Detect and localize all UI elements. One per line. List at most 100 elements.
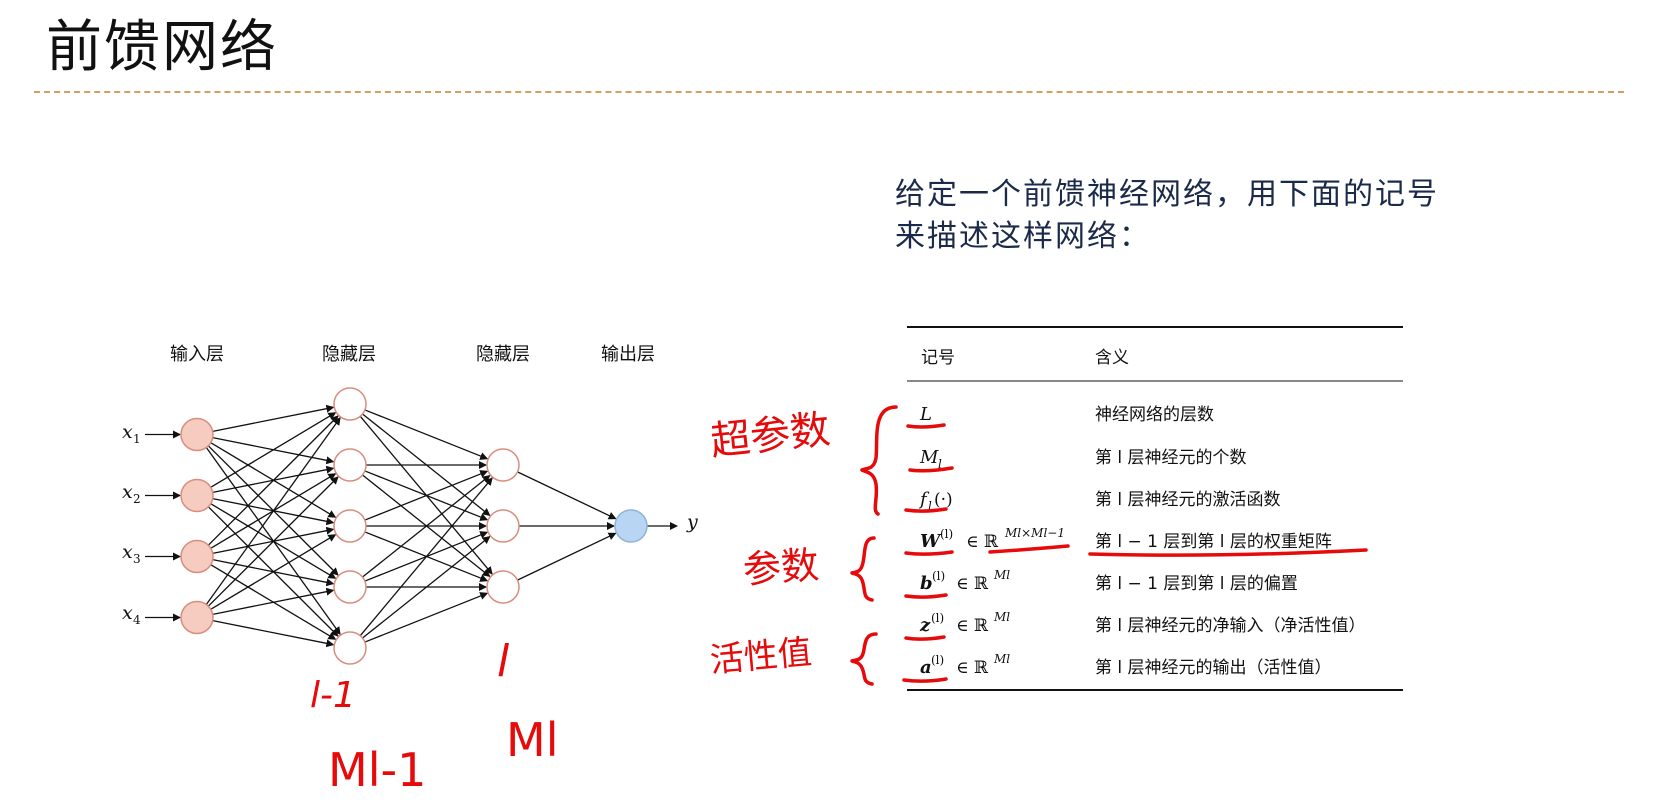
hidden-node [486, 448, 520, 482]
svg-text:2: 2 [133, 492, 141, 506]
meaning: 神经网络的层数 [1095, 405, 1214, 425]
table-row: z (l) ∈ ℝ Ml 第 l 层神经元的净输入（净活性值） [919, 610, 1366, 636]
layer-label-input: 输入层 [170, 344, 224, 365]
symbol-z: z [919, 615, 931, 636]
brace-params [850, 536, 876, 602]
connection-arrow [212, 404, 335, 433]
intro-line-2: 来描述这样网络： [895, 219, 1151, 254]
underline-W-set [988, 544, 1070, 554]
underline-W-meaning [1088, 548, 1368, 557]
connection-arrow [207, 476, 339, 607]
connection-arrow [207, 415, 339, 546]
annotation-hyperparams: 超参数 [708, 407, 832, 465]
underline-a [902, 677, 948, 683]
annotation-layer-prev: l-1 [310, 675, 356, 716]
connection-arrow [210, 534, 337, 610]
network-diagram: 输入层 隐藏层 隐藏层 输出层 x 1 x 2 x 3 x 4 y [122, 344, 698, 665]
underline-b [904, 593, 948, 599]
hidden-node [333, 509, 367, 543]
table-row: M l 第 l 层神经元的个数 [919, 447, 1247, 471]
input-node [180, 539, 214, 574]
intro-text: 给定一个前馈神经网络，用下面的记号 来描述这样网络： [895, 174, 1515, 258]
brace-activations [850, 632, 878, 686]
layer-label-hidden-1: 隐藏层 [322, 344, 376, 365]
hidden-node [333, 448, 367, 482]
output-node [614, 509, 648, 543]
meaning: 第 l 层神经元的激活函数 [1095, 490, 1281, 510]
connection-arrow [517, 471, 617, 520]
header-meaning: 含义 [1095, 348, 1129, 368]
svg-text:x: x [122, 602, 133, 624]
hidden-node [333, 570, 367, 604]
svg-text:l: l [938, 457, 942, 471]
svg-text:1: 1 [133, 432, 141, 446]
svg-text:(·): (·) [934, 490, 953, 510]
input-node [180, 417, 214, 452]
hidden-node [486, 509, 520, 543]
annotation-size-prev: Ml-1 [328, 743, 426, 797]
symbol-W: W [920, 531, 942, 552]
header-symbol: 记号 [921, 348, 955, 368]
annotation-layer-cur: l [497, 636, 510, 687]
svg-text:Ml×Ml−1: Ml×Ml−1 [1004, 526, 1065, 540]
layer-label-output: 输出层 [601, 344, 655, 365]
brace-hyperparams [860, 405, 898, 516]
connection-arrow [212, 619, 335, 648]
table-row: W (l) ∈ ℝ Ml×Ml−1 第 l − 1 层到第 l 层的权重矩阵 [920, 526, 1332, 552]
meaning: 第 l 层神经元的输出（活性值） [1095, 658, 1332, 678]
connection-arrow [205, 417, 341, 605]
underline-W [904, 550, 954, 556]
intro-line-1: 给定一个前馈神经网络，用下面的记号 [895, 177, 1439, 212]
svg-text:Ml: Ml [993, 652, 1010, 666]
hidden-node [486, 570, 520, 604]
input-node [180, 600, 214, 635]
hidden-node [333, 631, 367, 665]
svg-text:∈ ℝ: ∈ ℝ [956, 616, 989, 636]
svg-text:(l): (l) [931, 611, 944, 625]
handwritten-annotations: 超参数 参数 活性值 l-1 l Ml-1 Ml [310, 405, 1368, 797]
meaning: 第 l 层神经元的个数 [1095, 448, 1247, 468]
svg-text:x: x [122, 481, 133, 503]
input-label-4: x 4 [122, 602, 141, 627]
underline-L [906, 423, 946, 429]
svg-text:∈ ℝ: ∈ ℝ [966, 532, 999, 552]
svg-text:∈ ℝ: ∈ ℝ [956, 574, 989, 594]
table-row: b (l) ∈ ℝ Ml 第 l − 1 层到第 l 层的偏置 [920, 568, 1298, 594]
meaning: 第 l − 1 层到第 l 层的权重矩阵 [1095, 532, 1332, 552]
meaning: 第 l 层神经元的净输入（净活性值） [1095, 616, 1366, 636]
title-divider [34, 91, 1624, 93]
annotation-params: 参数 [742, 543, 821, 592]
symbol-M: M [919, 447, 939, 468]
connection-arrow [364, 592, 489, 643]
table-row: L 神经网络的层数 [919, 404, 1214, 425]
output-label: y [686, 511, 698, 533]
notation-table: 记号 含义 L 神经网络的层数 M l 第 l 层神经元的个数 f l (·) … [907, 326, 1403, 691]
annotation-activations: 活性值 [708, 632, 813, 681]
svg-text:3: 3 [133, 552, 141, 566]
svg-text:(l): (l) [932, 569, 945, 583]
svg-text:(l): (l) [940, 527, 953, 541]
svg-text:Ml: Ml [993, 610, 1010, 624]
svg-text:l: l [928, 499, 932, 513]
connection-arrow [364, 470, 489, 521]
page-title: 前馈网络 [46, 15, 278, 80]
annotation-size-cur: Ml [506, 713, 558, 767]
network-edges [145, 404, 678, 648]
svg-text:Ml: Ml [993, 568, 1010, 582]
underline-z [904, 635, 946, 641]
table-row: f l (·) 第 l 层神经元的激活函数 [918, 489, 1281, 513]
symbol-b: b [920, 573, 933, 594]
hidden-node [333, 387, 367, 421]
connection-arrow [212, 587, 335, 616]
input-label-1: x 1 [122, 421, 141, 446]
symbol-a: a [920, 657, 932, 678]
input-label-3: x 3 [122, 541, 141, 566]
svg-text:x: x [122, 421, 133, 443]
layer-label-hidden-2: 隐藏层 [476, 344, 530, 365]
connection-arrow [364, 409, 489, 460]
connection-arrow [517, 532, 617, 581]
connection-arrow [362, 474, 491, 578]
svg-text:x: x [122, 541, 133, 563]
connection-arrow [362, 535, 491, 639]
